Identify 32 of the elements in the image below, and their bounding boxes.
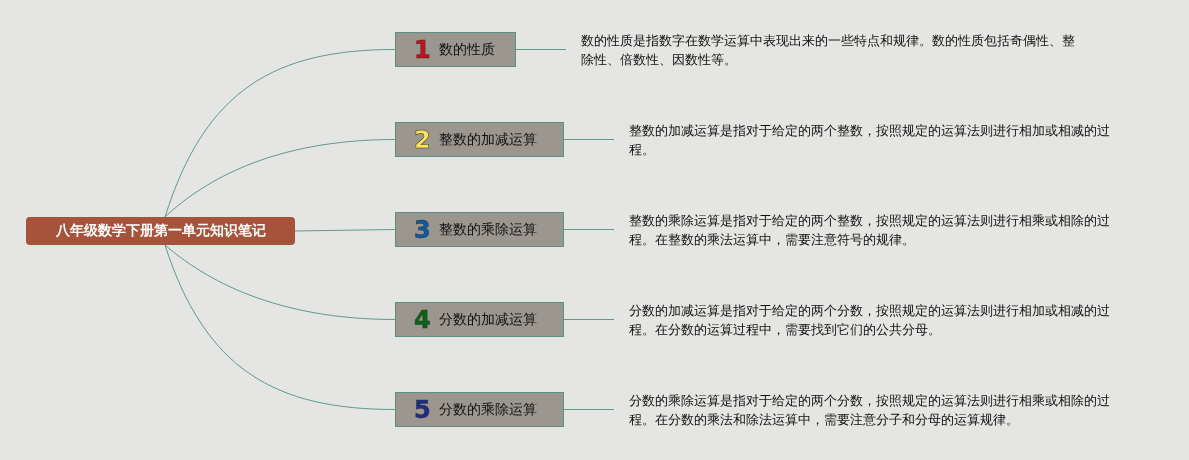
root-topic-label: 八年级数学下册第一单元知识笔记 — [55, 222, 266, 240]
topic-box — [395, 392, 564, 427]
connector-line — [294, 229, 396, 232]
connector-line — [164, 244, 396, 410]
topic-box — [395, 212, 564, 247]
description-text: 整数的加减运算是指对于给定的两个整数，按照规定的运算法则进行相加或相减的过程。 — [629, 122, 1111, 159]
connector-line — [164, 49, 396, 218]
description-text: 分数的加减运算是指对于给定的两个分数，按照规定的运算法则进行相加或相减的过程。在分数的运算过程中，需要找到它们的公共分母。 — [629, 302, 1111, 339]
topic-label: 分数的加减运算 — [438, 310, 537, 329]
topic-box — [395, 32, 516, 67]
connector-line — [164, 244, 396, 320]
description-text: 分数的乘除运算是指对于给定的两个分数，按照规定的运算法则进行相乘或相除的过程。在分数的乘法和除法运算中，需要注意分子和分母的运算规律。 — [629, 392, 1111, 429]
topic-number: 5 — [414, 395, 431, 424]
description-text: 整数的乘除运算是指对于给定的两个整数，按照规定的运算法则进行相乘或相除的过程。在整数的乘法运算中，需要注意符号的规律。 — [629, 212, 1111, 249]
topic-label: 分数的乘除运算 — [438, 400, 537, 419]
description-text: 数的性质是指数字在数学运算中表现出来的一些特点和规律。数的性质包括奇偶性、整除性、倍数性、因数性等。 — [581, 32, 1076, 69]
topic-number: 2 — [414, 125, 431, 154]
topic-box — [395, 122, 564, 157]
connector-line — [515, 49, 567, 50]
root-topic-box — [26, 217, 295, 245]
connector-line — [563, 319, 615, 320]
topic-number: 3 — [414, 215, 431, 244]
connector-line — [563, 409, 615, 410]
topic-box — [395, 302, 564, 337]
connector-line — [164, 139, 396, 218]
connector-line — [563, 229, 615, 230]
topic-label: 整数的乘除运算 — [438, 220, 537, 239]
topic-number: 1 — [414, 35, 431, 64]
topic-label: 整数的加减运算 — [438, 130, 537, 149]
topic-label: 数的性质 — [438, 40, 495, 59]
connector-line — [563, 139, 615, 140]
topic-number: 4 — [414, 305, 431, 334]
